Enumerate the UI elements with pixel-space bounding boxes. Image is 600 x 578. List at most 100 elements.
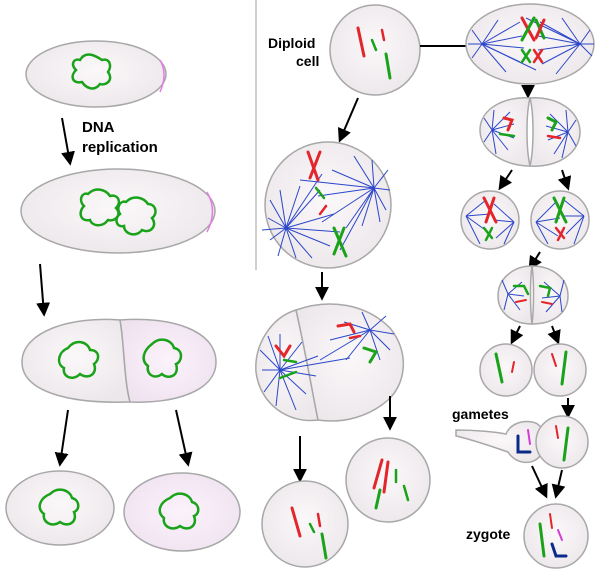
dna-loop [79, 188, 121, 227]
anaphase-ii-cell [497, 265, 569, 325]
mitosis-cell-2 [20, 168, 216, 254]
anaphase-i-cell [255, 303, 404, 422]
arrow-icon [61, 117, 75, 166]
chromosome-icon [554, 226, 566, 240]
zygote-cell [523, 503, 589, 569]
chromosome-icon [549, 513, 553, 529]
meiosis-ii-panel: gametes zygote [452, 3, 595, 569]
chromosome-icon [516, 434, 532, 454]
chromosome-icon [494, 352, 504, 384]
meiosis-i-daughter-cell-1 [261, 480, 349, 568]
dna-loop [115, 196, 157, 236]
mitosis-daughter-cell-2 [123, 472, 241, 552]
chromosome-icon [498, 132, 516, 138]
spindle-icon [501, 279, 565, 313]
chromosome-icon [332, 226, 346, 256]
chromosome-icon [560, 350, 568, 386]
arrow-icon [337, 97, 359, 143]
meiosis-i-daughter-cell-2 [345, 437, 431, 523]
haploid-cell-2 [533, 343, 587, 397]
dna-replication-label: DNA replication [82, 119, 158, 156]
chromosome-icon [555, 425, 559, 439]
mitosis-panel: DNA replication [5, 40, 241, 552]
arrow-icon [498, 169, 513, 191]
mitosis-cell-3 [21, 318, 217, 403]
dna-loop [57, 340, 100, 379]
telophase-i-cell [479, 97, 581, 167]
chromosome-icon [282, 358, 298, 364]
dna-loop [158, 492, 200, 530]
svg-text:Diploid: Diploid [268, 35, 315, 51]
chromosome-icon [402, 484, 410, 502]
arrow-icon [36, 263, 51, 317]
arrow-icon [54, 409, 69, 467]
chromosome-icon [527, 429, 531, 445]
chromosome-icon [554, 196, 566, 224]
svg-text:DNA: DNA [82, 119, 115, 136]
chromosome-icon [546, 134, 562, 140]
chromosome-icon [380, 28, 386, 42]
chromosome-icon [546, 116, 559, 132]
diploid-cell-label: Diploid cell [268, 35, 319, 69]
chromosome-icon [308, 150, 322, 180]
chromosome-icon [484, 196, 496, 224]
sperm-cell [455, 420, 546, 464]
chromosome-icon [348, 334, 362, 340]
haploid-cell-1 [479, 343, 533, 397]
spindle-icon [483, 109, 577, 159]
meiosis-panel: Diploid cell [255, 4, 481, 568]
chromosome-icon [511, 361, 515, 373]
arrow-icon [531, 465, 548, 499]
chromosome-icon [278, 370, 298, 380]
chromosome-icon [556, 226, 566, 242]
chromosome-icon [520, 16, 536, 42]
chromosome-icon [372, 458, 384, 490]
spindle-icon [261, 155, 391, 259]
chromosome-icon [274, 344, 292, 359]
chromosome-icon [316, 512, 322, 528]
zygote-label: zygote [466, 526, 511, 542]
metaphase-ii-cell-1 [460, 190, 520, 250]
dna-loop [142, 338, 183, 378]
chromosome-icon [512, 284, 530, 296]
chromosome-icon [320, 532, 328, 560]
chromosome-icon [336, 322, 356, 334]
arrow-icon [547, 325, 561, 345]
chromosome-icon [356, 26, 366, 58]
spindle-icon [465, 199, 515, 245]
mitosis-daughter-cell-1 [5, 470, 115, 546]
chromosome-icon [482, 226, 494, 240]
chromosome-icon [557, 529, 563, 541]
chromosome-icon [374, 488, 382, 510]
chromosome-icon [308, 522, 316, 534]
arrow-icon [175, 409, 193, 467]
prophase-cell [261, 141, 392, 269]
chromosome-icon [384, 52, 392, 80]
arrow-icon [510, 325, 524, 345]
chromosome-icon [318, 204, 328, 216]
chromosome-icon [290, 506, 302, 538]
mitosis-cell-1 [25, 40, 167, 108]
chromosome-icon [362, 346, 379, 364]
chromosome-icon [538, 522, 546, 558]
arrow-icon [551, 469, 566, 499]
chromosome-icon [382, 460, 390, 494]
svg-text:cell: cell [296, 53, 319, 69]
chromosome-icon [532, 48, 544, 64]
chromosome-icon [502, 116, 515, 132]
gametes-label: gametes [452, 406, 509, 422]
chromosome-icon [370, 38, 378, 52]
svg-text:replication: replication [82, 139, 158, 156]
chromosome-icon [541, 301, 553, 305]
dna-loop [71, 53, 112, 90]
chromosome-icon [534, 18, 546, 40]
spindle-icon [535, 199, 585, 245]
diploid-cell [329, 4, 421, 96]
chromosome-icon [551, 353, 557, 367]
chromosome-icon [538, 284, 552, 298]
chromosome-icon [306, 150, 320, 182]
chromosome-icon [515, 299, 527, 303]
arrow-icon [557, 169, 572, 191]
chromosome-icon [520, 48, 532, 64]
